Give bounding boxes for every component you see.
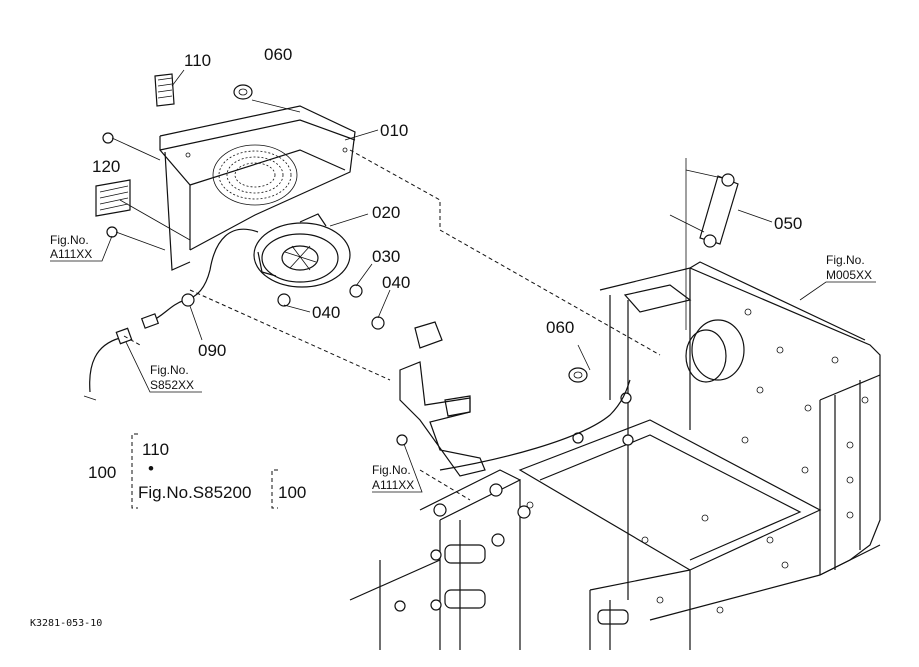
kit-group-100: 100 110 • Fig.No.S85200 100 (88, 433, 306, 509)
bracket-assembly (396, 321, 486, 477)
bolt-left-top (102, 132, 114, 144)
part-label-060-right: 060 (546, 318, 574, 337)
fig-ref-a111-mid-line1: Fig.No. (372, 463, 411, 477)
fig-ref-a111-top-line1: Fig.No. (50, 233, 89, 247)
label-stickers (95, 73, 175, 217)
part-label-120: 120 (92, 157, 120, 176)
hardware (102, 84, 588, 383)
part-label-060-top: 060 (264, 45, 292, 64)
bolt-040-b (371, 316, 385, 330)
fan-shroud-010 (159, 105, 356, 271)
fig-ref-m005-line2: M005XX (826, 268, 872, 282)
fan-020 (253, 213, 351, 288)
fig-ref-s852-line2: S852XX (150, 378, 194, 392)
figure-references: Fig.No. A111XX Fig.No. S852XX Fig.No. A1… (50, 233, 876, 493)
part-label-040-right: 040 (382, 273, 410, 292)
part-label-050: 050 (774, 214, 802, 233)
washer-060-top (233, 84, 253, 100)
part-label-090: 090 (198, 341, 226, 360)
fig-ref-a111-top-line2: A111XX (50, 247, 92, 261)
frame-assembly (349, 261, 881, 650)
fig-ref-a111-mid-line2: A111XX (372, 478, 414, 492)
part-label-030: 030 (372, 247, 400, 266)
kit-item-110: 110 (142, 440, 169, 459)
part-label-040-left: 040 (312, 303, 340, 322)
part-label-110: 110 (184, 51, 211, 70)
kit-fig-item-100: 100 (278, 483, 306, 502)
fig-ref-s852-line1: Fig.No. (150, 363, 189, 377)
kit-fig-ref: Fig.No.S85200 (138, 483, 251, 502)
rod-050 (669, 158, 739, 330)
bolt-left-mid (106, 226, 118, 238)
bolt-030 (349, 284, 363, 298)
part-numbers: 110 060 010 120 020 030 040 040 090 050 … (92, 45, 802, 360)
leader-lines (119, 69, 773, 501)
fig-ref-m005-line1: Fig.No. (826, 253, 865, 267)
kit-bullet: • (148, 459, 154, 478)
drawing-code: K3281-053-10 (30, 618, 102, 629)
part-label-010: 010 (380, 121, 408, 140)
bolt-040-a (277, 293, 291, 307)
kit-number: 100 (88, 463, 116, 482)
washer-060-right (568, 367, 588, 383)
part-label-020: 020 (372, 203, 400, 222)
